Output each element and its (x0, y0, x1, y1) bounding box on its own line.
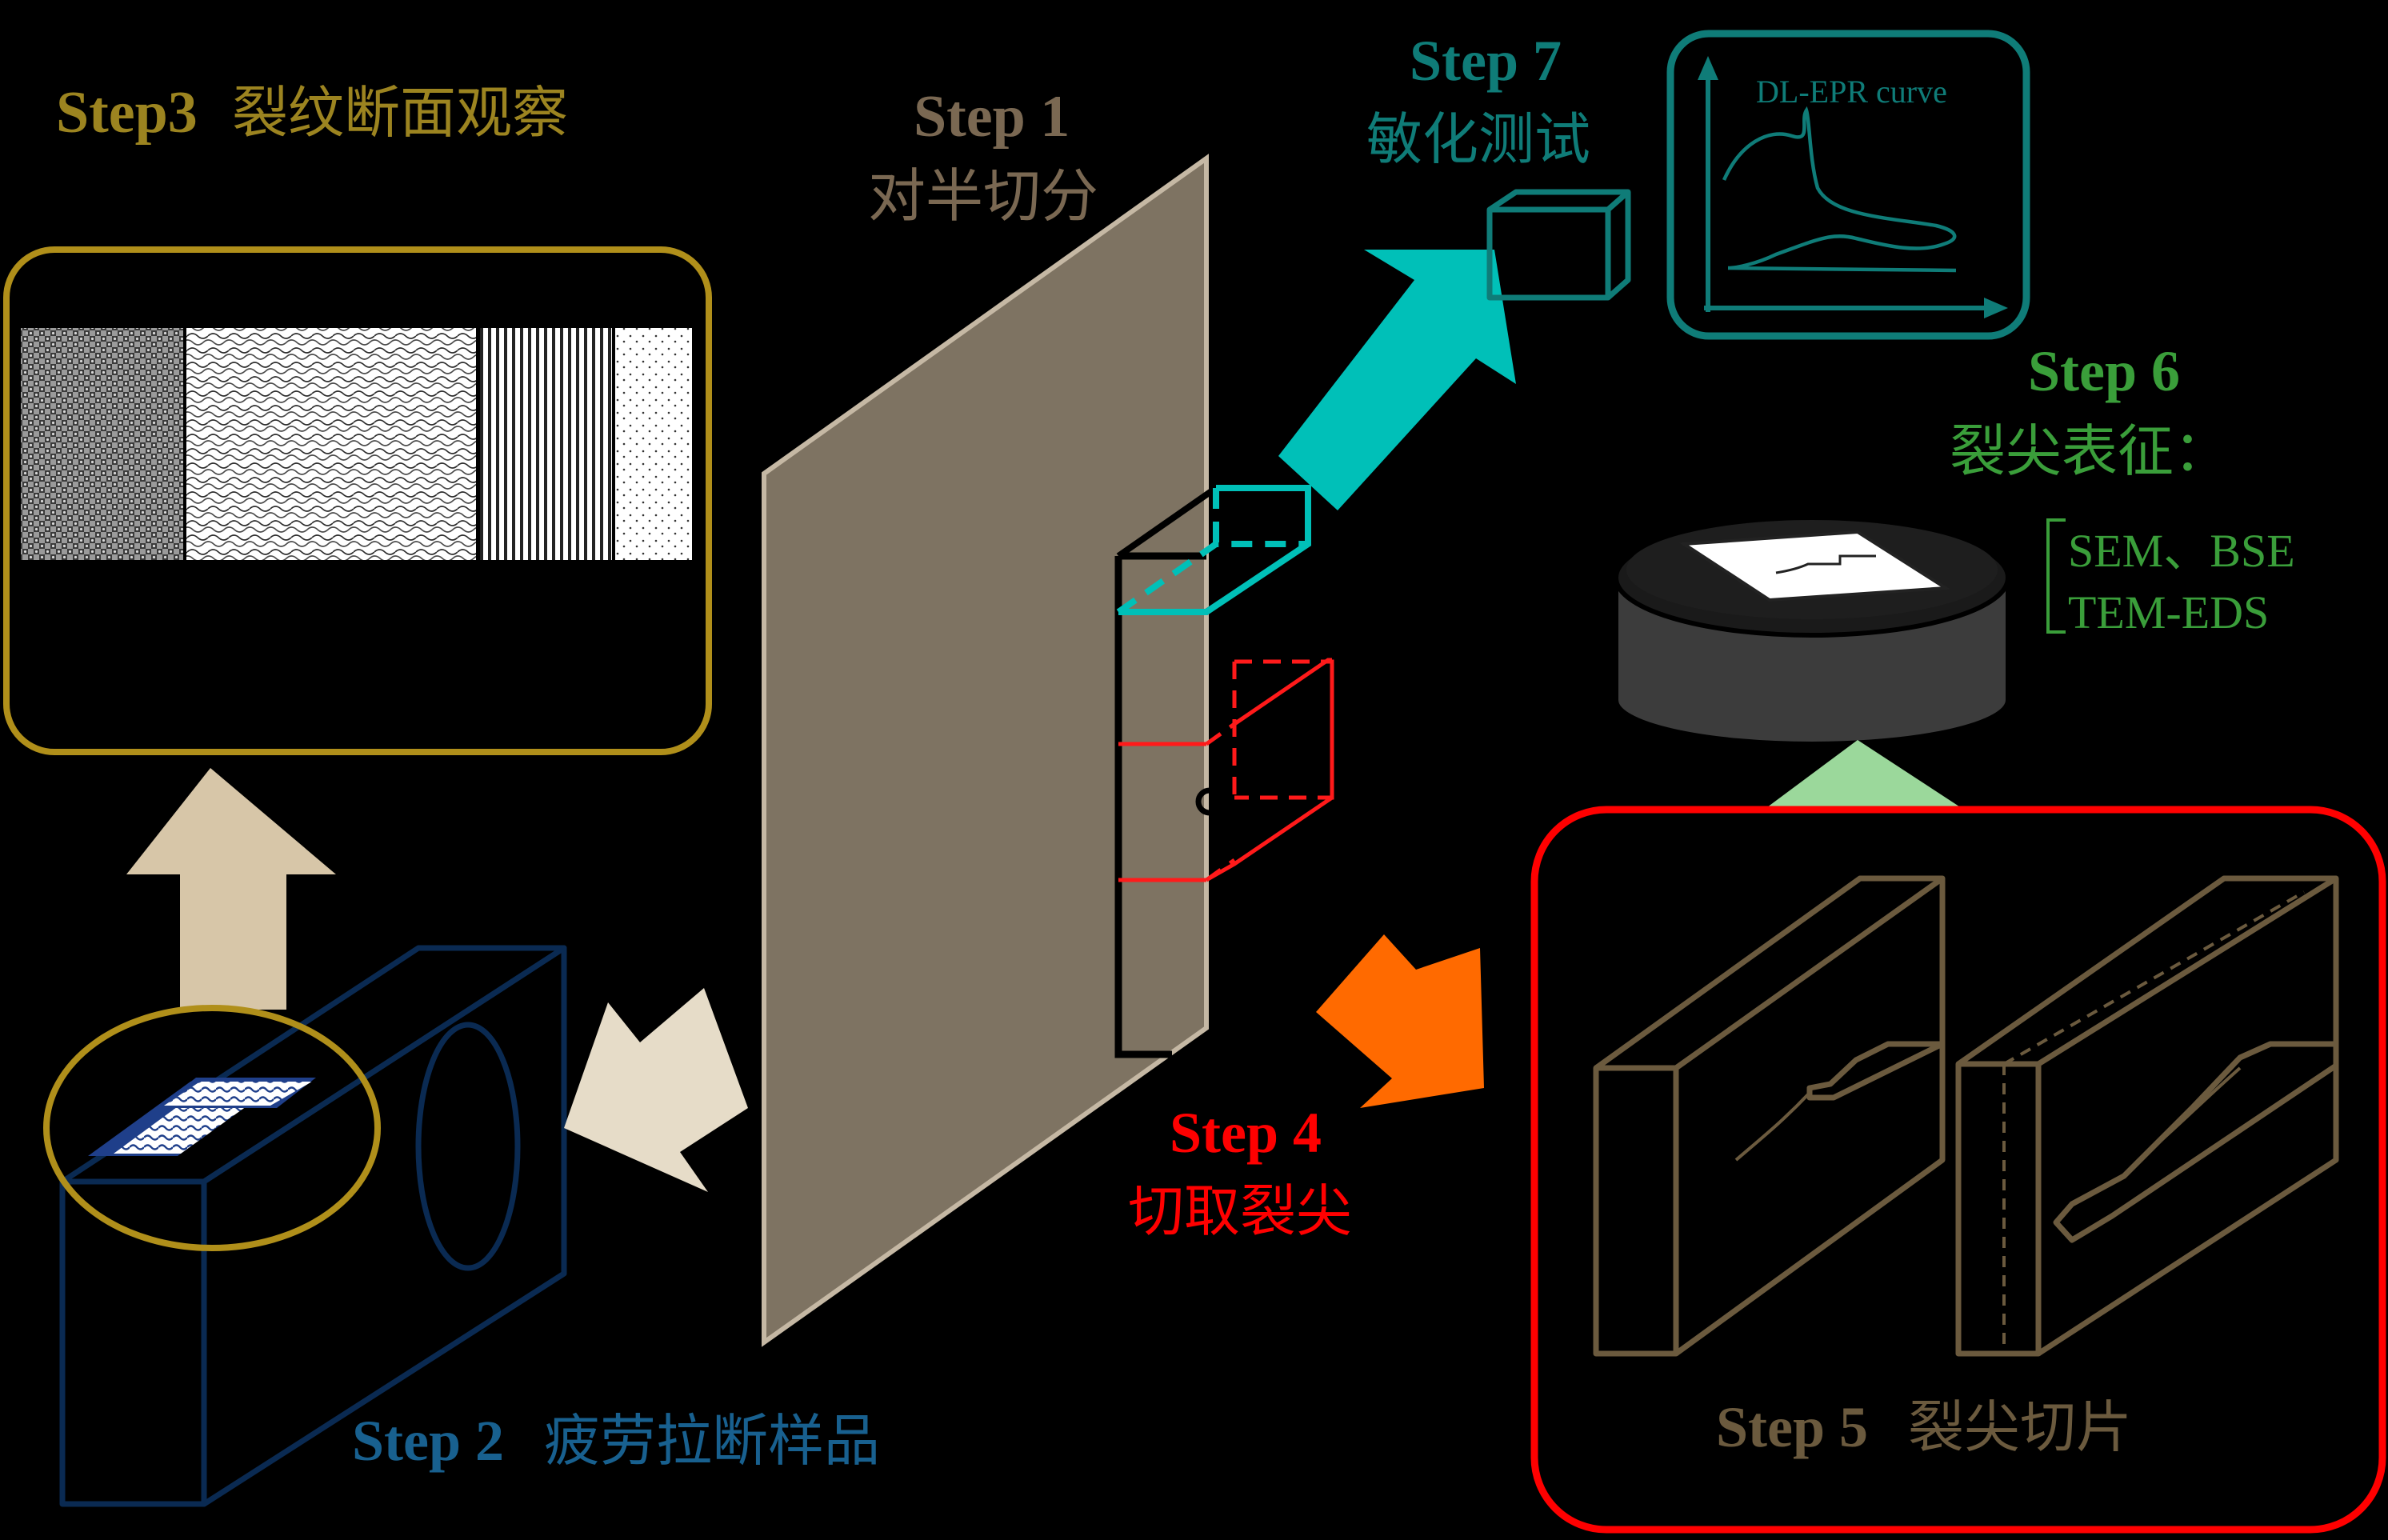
arrow-to-step5 (1316, 934, 1484, 1108)
sensitization-specimen-outline (1116, 485, 1311, 615)
step4-label: Step 4 (1170, 1101, 1322, 1165)
step6-label: Step 6 (2028, 339, 2180, 403)
fracture-zone-fatigue-propagation (186, 328, 476, 560)
step6-title: Step 6 裂尖表征： (1950, 339, 2230, 484)
sample-plate-icon (762, 154, 1209, 1347)
characterization-methods-list: SEM、BSE TEM-EDS (2046, 518, 2295, 638)
crack-tip-slice-panel: Step 5 裂尖切片 (1530, 806, 2386, 1534)
dl-epr-plot-icon: DL-EPR curve (1666, 30, 2030, 340)
crack-notch-marker (1195, 787, 1224, 816)
step7-title: Step 7 敏化测试 (1366, 29, 1590, 172)
sem-sample-holder-icon (1614, 518, 2010, 746)
method-sem-bse: SEM、BSE (2068, 525, 2295, 577)
arrow-step2-to-step3 (126, 768, 336, 1010)
fracture-surface-sample (88, 1078, 316, 1156)
step4-title: Step 4 切取裂尖 (1128, 1101, 1352, 1244)
step4-description: 切取裂尖 (1128, 1178, 1352, 1244)
step2-description: 疲劳拉断样品 (544, 1408, 880, 1474)
sensitization-specimen-icon (1486, 189, 1631, 301)
method-tem-eds: TEM-EDS (2068, 586, 2269, 638)
step1-label: Step 1 (914, 84, 1070, 150)
fracture-zone-crack-initiation (21, 328, 183, 560)
fracture-surface-highlight (43, 1005, 381, 1251)
step2-title: Step 2 疲劳拉断样品 (352, 1408, 880, 1474)
step3-description: 裂纹断面观察 (232, 80, 568, 146)
step7-description: 敏化测试 (1366, 106, 1590, 172)
step3-title: Step3 裂纹断面观察 (56, 80, 568, 146)
crack-tip-specimen-outline (1118, 658, 1334, 882)
fracture-zone-striations (480, 328, 612, 560)
fracture-zone-final-rupture (615, 328, 692, 560)
step5-label: Step 5 (1716, 1395, 1868, 1459)
fracture-surface-panel (3, 246, 712, 755)
step1-title: Step 1 对半切分 (868, 84, 1098, 230)
arrow-to-step7 (1278, 250, 1516, 510)
dl-epr-curve-label: DL-EPR curve (1756, 74, 1947, 110)
step2-label: Step 2 (352, 1409, 504, 1473)
step6-description: 裂尖表征： (1950, 418, 2230, 484)
step5-title: Step 5 裂尖切片 (1716, 1394, 2132, 1460)
crack-tip-slice-icon (1593, 875, 2339, 1357)
step3-label: Step3 (56, 80, 198, 146)
cut-bar-outline (1114, 552, 1206, 1058)
arrow-step1-to-step2 (564, 988, 748, 1192)
step1-description: 对半切分 (868, 162, 1098, 230)
step7-label: Step 7 (1410, 29, 1562, 93)
step5-description: 裂尖切片 (1908, 1394, 2132, 1460)
